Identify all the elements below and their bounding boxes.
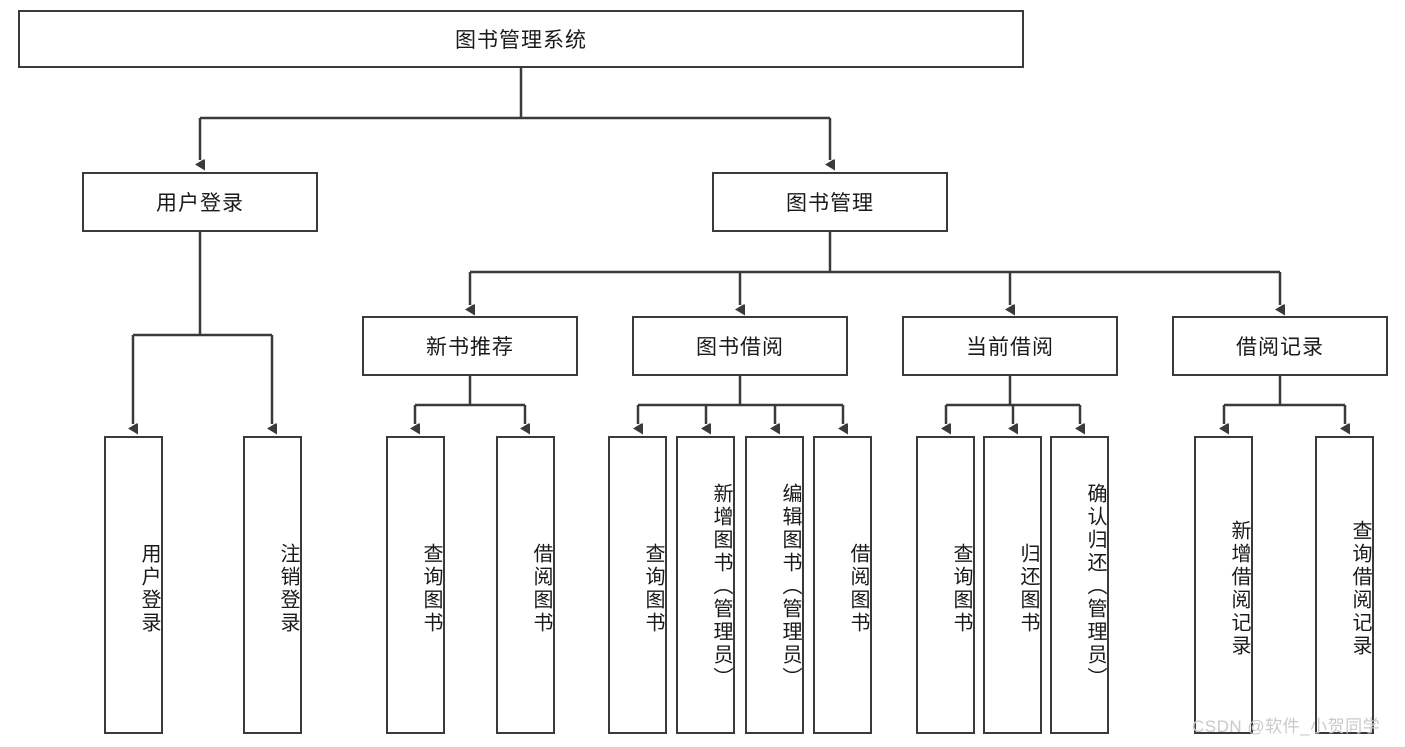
leaf-label: 确认归还（管理员） — [1084, 482, 1106, 690]
node-user-login[interactable]: 用户登录 — [82, 172, 318, 232]
leaf-label: 借阅图书 — [530, 543, 552, 635]
leaf-label: 归还图书 — [1017, 543, 1039, 635]
node-root-label: 图书管理系统 — [455, 29, 587, 52]
leaf-label: 新增图书（管理员） — [710, 482, 732, 690]
node-user-login-label: 用户登录 — [156, 192, 244, 215]
leaf-label: 编辑图书（管理员） — [779, 482, 801, 690]
node-new-book-recommend[interactable]: 新书推荐 — [362, 316, 578, 376]
leaf-current-borrow-query[interactable]: 查询图书 — [916, 436, 975, 734]
node-book-borrow-label: 图书借阅 — [696, 336, 784, 359]
node-borrow-record-label: 借阅记录 — [1236, 336, 1324, 359]
leaf-label: 查询借阅记录 — [1349, 520, 1371, 658]
leaf-label: 用户登录 — [138, 543, 160, 635]
node-borrow-record[interactable]: 借阅记录 — [1172, 316, 1388, 376]
leaf-user-login-login[interactable]: 用户登录 — [104, 436, 163, 734]
leaf-current-borrow-confirm-return[interactable]: 确认归还（管理员） — [1050, 436, 1109, 734]
leaf-borrow-record-query[interactable]: 查询借阅记录 — [1315, 436, 1374, 734]
leaf-book-borrow-query[interactable]: 查询图书 — [608, 436, 667, 734]
leaf-label: 查询图书 — [950, 543, 972, 635]
leaf-book-borrow-borrow[interactable]: 借阅图书 — [813, 436, 872, 734]
leaf-book-borrow-add[interactable]: 新增图书（管理员） — [676, 436, 735, 734]
node-book-management[interactable]: 图书管理 — [712, 172, 948, 232]
leaf-label: 新增借阅记录 — [1228, 520, 1250, 658]
watermark-text: CSDN @软件_小贺同学 — [1192, 717, 1381, 736]
node-current-borrow[interactable]: 当前借阅 — [902, 316, 1118, 376]
leaf-label: 查询图书 — [642, 543, 664, 635]
leaf-user-login-logout[interactable]: 注销登录 — [243, 436, 302, 734]
leaf-label: 注销登录 — [277, 543, 299, 635]
node-new-book-recommend-label: 新书推荐 — [426, 336, 514, 359]
node-root[interactable]: 图书管理系统 — [18, 10, 1024, 68]
leaf-current-borrow-return[interactable]: 归还图书 — [983, 436, 1042, 734]
leaf-new-book-query[interactable]: 查询图书 — [386, 436, 445, 734]
leaf-label: 借阅图书 — [847, 543, 869, 635]
leaf-label: 查询图书 — [420, 543, 442, 635]
leaf-book-borrow-edit[interactable]: 编辑图书（管理员） — [745, 436, 804, 734]
node-book-borrow[interactable]: 图书借阅 — [632, 316, 848, 376]
leaf-borrow-record-add[interactable]: 新增借阅记录 — [1194, 436, 1253, 734]
node-book-management-label: 图书管理 — [786, 192, 874, 215]
node-current-borrow-label: 当前借阅 — [966, 336, 1054, 359]
leaf-new-book-borrow[interactable]: 借阅图书 — [496, 436, 555, 734]
